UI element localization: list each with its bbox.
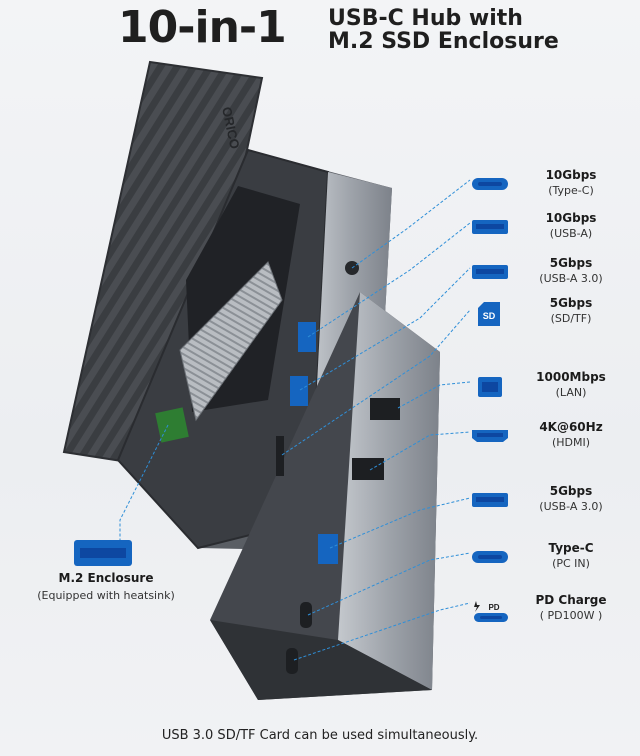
port-label: 4K@60Hz [539, 420, 603, 434]
port-label: 10Gbps [545, 168, 597, 182]
footer-note: USB 3.0 SD/TF Card can be used simultane… [161, 728, 479, 743]
port-label: 5Gbps [549, 256, 593, 270]
title-line2: M.2 SSD Enclosure [328, 29, 559, 54]
port-sub: (Type-C) [548, 184, 594, 197]
usb-c-icon [470, 174, 510, 194]
port-callout: Type-C (PC IN) [470, 541, 635, 585]
port-callout: 1000Mbps (LAN) [470, 370, 635, 414]
enclosure-label: M.2 Enclosure [58, 571, 154, 585]
port-callout: 5Gbps (USB-A 3.0) [470, 256, 635, 300]
pd-usb-c-icon: PD [470, 599, 510, 622]
port-label: 10Gbps [545, 211, 597, 225]
port-label: Type-C [548, 541, 594, 555]
ethernet-icon [470, 376, 510, 397]
port-sub: ( PD100W ) [539, 609, 603, 622]
port-callout: 10Gbps (Type-C) [470, 168, 635, 212]
port-label: 5Gbps [549, 484, 593, 498]
enclosure-lid: ORICO [62, 60, 264, 472]
port-sub: (USB-A 3.0) [539, 500, 603, 513]
port-sub: (PC IN) [552, 557, 590, 570]
usb-a-icon [470, 217, 510, 237]
port-sub: (LAN) [555, 386, 587, 399]
port-sub: (USB-A 3.0) [539, 272, 603, 285]
callout-lines [119, 179, 471, 661]
port-label: 5Gbps [549, 296, 593, 310]
port-label: PD Charge [535, 593, 607, 607]
usb-a-icon [470, 490, 510, 510]
title-banner: 10-in-1 USB-C Hub with M.2 SSD Enclosure [0, 0, 640, 62]
usb-a-icon [470, 262, 510, 282]
port-callout: 4K@60Hz (HDMI) [470, 420, 635, 464]
port-sub: (SD/TF) [550, 312, 592, 325]
enclosure-sub: (Equipped with heatsink) [37, 589, 175, 602]
icon-text: SD [483, 311, 496, 321]
port-callout: SD 5Gbps (SD/TF) [470, 296, 635, 340]
port-sub: (HDMI) [551, 436, 591, 449]
port-label: 1000Mbps [536, 370, 606, 384]
port-sub: (USB-A) [549, 227, 593, 240]
port-callout: PD PD Charge ( PD100W ) [470, 593, 635, 637]
port-callout: 5Gbps (USB-A 3.0) [470, 484, 635, 528]
hdmi-icon [470, 426, 510, 446]
title-line1: USB-C Hub with [328, 6, 523, 31]
icon-text: PD [488, 603, 499, 612]
title-big: 10-in-1 [118, 2, 287, 53]
m2-enclosure-icon [74, 540, 132, 566]
sd-card-icon: SD [470, 302, 510, 326]
port-callout: 10Gbps (USB-A) [470, 211, 635, 255]
usb-c-icon [470, 547, 510, 567]
